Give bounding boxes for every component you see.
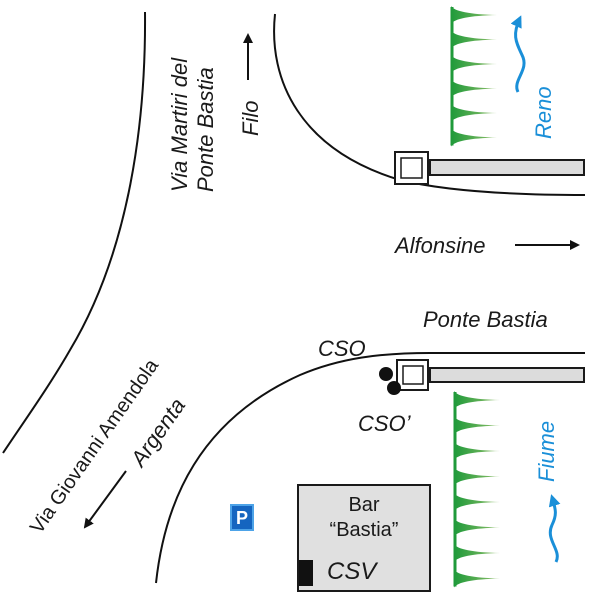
river-label-fiume: Fiume <box>534 421 559 482</box>
bridge-lower <box>396 359 585 391</box>
embankment-spike-icon <box>451 30 497 49</box>
embankment-spike-icon <box>451 6 497 24</box>
parking-label: P <box>236 508 248 528</box>
bridge-upper <box>394 151 585 185</box>
embankment-spike-icon <box>451 104 497 122</box>
bar-label-line1: Bar <box>348 494 379 516</box>
point-label-cso-prime: CSO’ <box>358 411 412 436</box>
embankment-spike-icon <box>451 55 497 73</box>
embankment-upper <box>450 6 497 147</box>
embankment-spike-icon <box>454 391 500 409</box>
parking-icon[interactable]: P <box>230 504 254 531</box>
bar-label-line2: “Bastia” <box>330 519 399 541</box>
embankment-spike-icon <box>454 569 500 588</box>
cso-prime-point-icon[interactable] <box>387 381 401 395</box>
embankment-spike-icon <box>454 493 500 511</box>
embankment-spike-icon <box>454 544 500 562</box>
river-label-reno: Reno <box>531 86 556 139</box>
road-via-martiri <box>2 11 147 454</box>
embankment-spike-icon <box>454 416 500 435</box>
embankment-lower <box>453 391 500 588</box>
cso-point-icon[interactable] <box>379 367 393 381</box>
embankment-spike-icon <box>451 79 497 98</box>
direction-label-filo: Filo <box>238 101 263 136</box>
point-label-cso: CSO <box>318 336 366 361</box>
road-ponte-bastia <box>155 352 585 584</box>
embankment-spike-icon <box>454 518 500 537</box>
reno-flow-arrow-icon <box>510 15 526 93</box>
argenta-arrow-icon <box>83 470 127 529</box>
point-label-csv: CSV <box>327 558 378 585</box>
embankment-spike-icon <box>454 442 500 460</box>
csv-marker-icon <box>299 560 313 586</box>
embankment-spike-icon <box>454 467 500 486</box>
bar-bastia-building[interactable] <box>297 484 431 592</box>
direction-label-alfonsine: Alfonsine <box>393 233 486 258</box>
road-label-via-martiri: Via Martiri del <box>167 57 192 192</box>
road-label-ponte-bastia: Ponte Bastia <box>193 67 218 192</box>
place-label-ponte-bastia: Ponte Bastia <box>423 307 548 332</box>
fiume-flow-arrow-icon <box>548 494 561 563</box>
embankment-spike-icon <box>451 128 497 147</box>
